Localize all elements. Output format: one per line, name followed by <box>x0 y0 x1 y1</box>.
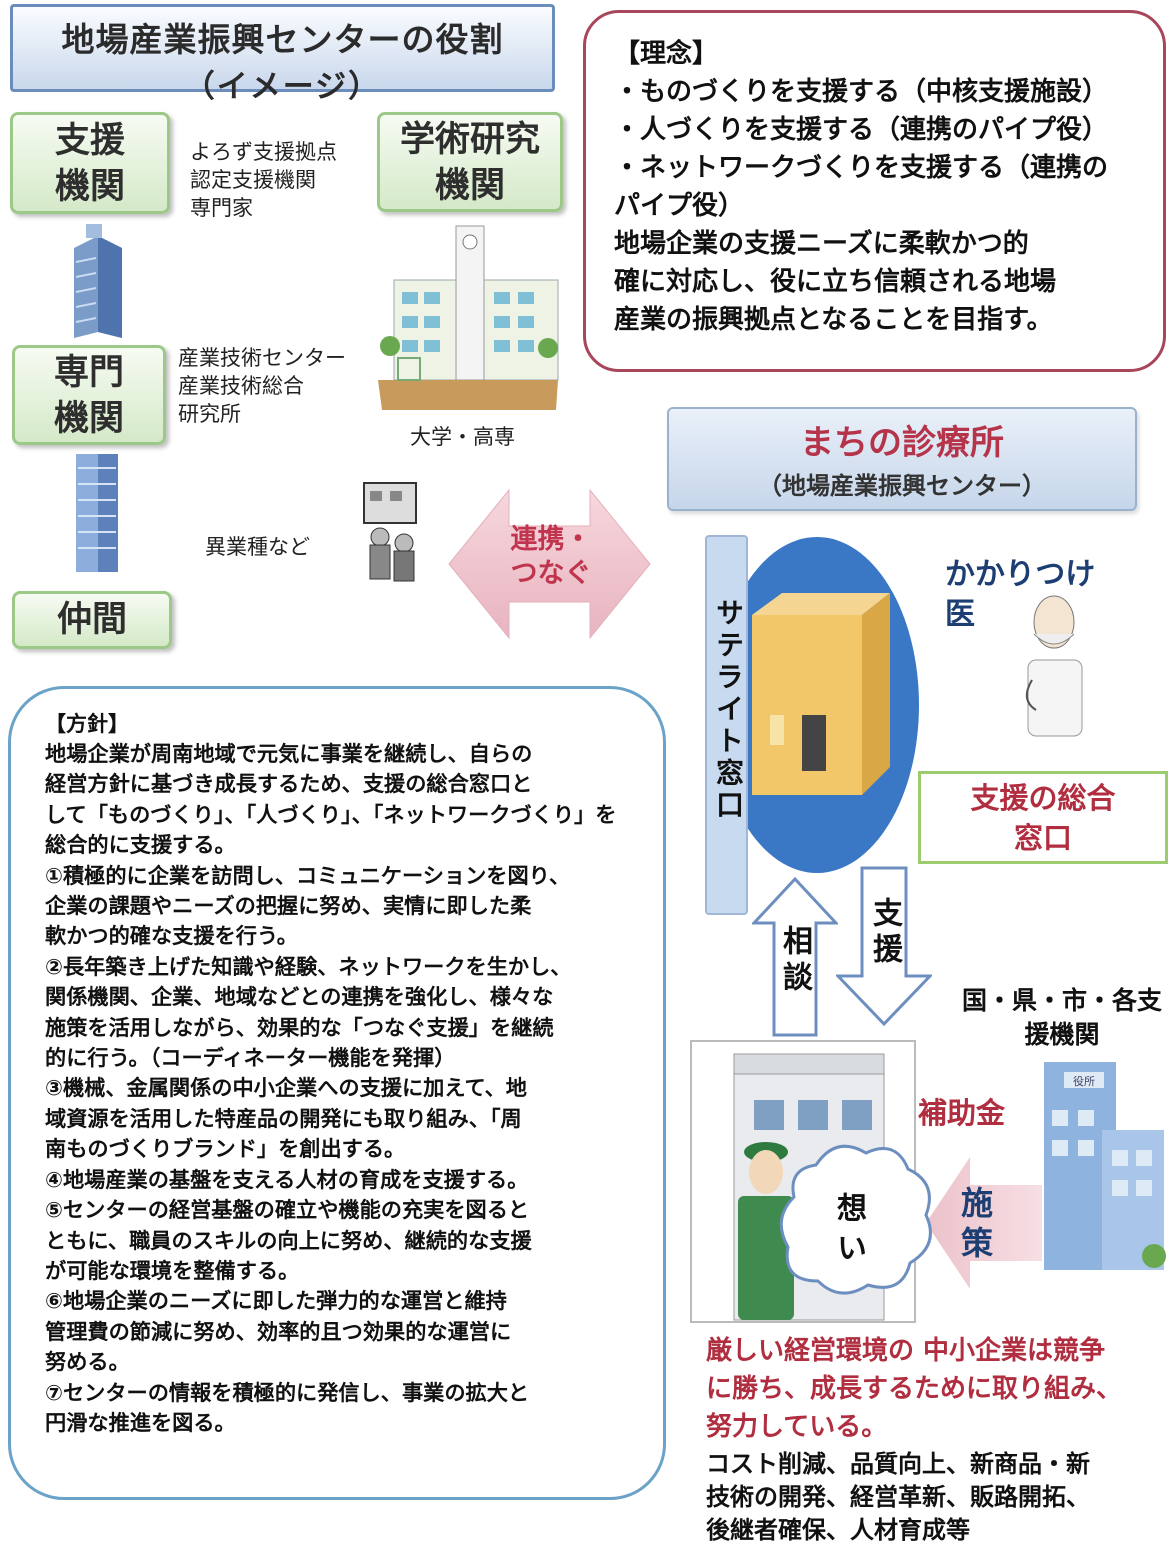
thought-cloud <box>779 1144 932 1295</box>
doctor-icon <box>1025 595 1083 737</box>
academic-line1: 学術研究 <box>399 120 540 160</box>
policy-body: 地場企業が周南地域で元気に事業を継続し、自らの 経営方針に基づき成長するため、支… <box>45 741 617 1435</box>
sme-efforts-text: コスト削減、品質向上、新商品・新 技術の開発、経営革新、販路開拓、 後継者確保、… <box>706 1448 1168 1547</box>
office-building-icon <box>76 454 118 572</box>
factory-workers-icon <box>363 482 417 582</box>
philosophy-line: 確に対応し、役に立ち信頼される地場 <box>614 267 1057 297</box>
family-doctor-line1: かかりつけ <box>945 557 1096 592</box>
list-item: 専門家 <box>190 196 253 220</box>
academic-line2: 機関 <box>434 166 505 206</box>
government-office-icon: 役所 <box>1044 1062 1166 1270</box>
philosophy-box: 【理念】 ・ものづくりを支援する（中核支援施設） ・人づくりを支援する（連携のパ… <box>583 10 1166 372</box>
university-label: 大学・高専 <box>410 425 515 449</box>
list-item: 認定支援機関 <box>190 168 316 192</box>
town-clinic-box: まちの診療所 （地場産業振興センター） <box>667 407 1137 511</box>
subsidy-label: 補助金 <box>918 1096 1006 1130</box>
link-double-arrow <box>448 488 651 640</box>
sme-situation-text: 厳しい経営環境の 中小企業は競争 に勝ち、成長するために取り組み、 努力している… <box>706 1332 1168 1446</box>
center-building-icon <box>715 537 919 873</box>
policy-label: 施策 <box>956 1186 994 1266</box>
policy-box: 【方針】 地場企業が周南地域で元気に事業を継続し、自らの 経営方針に基づき成長す… <box>8 686 666 1500</box>
sme-line: 努力している。 <box>706 1412 888 1442</box>
diagram-title-box: 地場産業振興センターの役割 （イメージ） <box>10 4 555 105</box>
list-item: 産業技術センター <box>178 346 346 370</box>
support-agency-label: 支援 機関 <box>10 112 170 214</box>
diagram-title: 地場産業振興センターの役割 <box>61 20 504 59</box>
support-arrow-down <box>836 866 932 1026</box>
expert-agency-label: 専門 機関 <box>12 345 166 445</box>
general-window-line1: 支援の総合 <box>970 781 1116 815</box>
support-agency-line2: 機関 <box>54 167 125 207</box>
philosophy-heading: 【理念】 <box>614 39 719 69</box>
expert-agency-list: 産業技術センター 産業技術総合 研究所 <box>178 344 346 428</box>
general-window-line2: 窓口 <box>1013 821 1072 855</box>
satellite-window-label: サテライト窓口 <box>712 598 745 822</box>
philosophy-line: パイプ役） <box>614 191 745 221</box>
sme-line: に勝ち、成長するために取り組み、 <box>706 1374 1123 1404</box>
building-sign: 役所 <box>1073 1074 1095 1088</box>
town-clinic-title: まちの診療所 <box>800 423 1004 463</box>
family-doctor-line2: 医 <box>945 597 975 632</box>
town-clinic-subtitle: （地場産業振興センター） <box>758 472 1046 500</box>
philosophy-line: ・ネットワークづくりを支援する（連携の <box>614 153 1109 183</box>
philosophy-line: 地場企業の支援ニーズに柔軟かつ的 <box>614 229 1029 259</box>
link-label-line2: つなぐ <box>510 558 592 589</box>
sme-line: 厳しい経営環境の 中小企業は競争 <box>706 1336 1106 1366</box>
general-window-box: 支援の総合 窓口 <box>918 771 1168 864</box>
office-tower-icon <box>74 224 122 338</box>
effort-line: 後継者確保、人材育成等 <box>706 1516 970 1544</box>
list-item: 産業技術総合 <box>178 374 304 398</box>
satellite-window-bar <box>705 535 748 915</box>
support-agency-line1: 支援 <box>54 121 125 161</box>
link-label: 連携・ つなぐ <box>492 523 610 591</box>
expert-agency-line2: 機関 <box>53 399 124 439</box>
government-label: 国・県・市・各支 援機関 <box>958 984 1166 1052</box>
government-line2: 援機関 <box>1024 1020 1100 1049</box>
policy-arrow-left <box>926 1157 1042 1289</box>
effort-line: 技術の開発、経営革新、販路開拓、 <box>706 1483 1090 1511</box>
peers-label: 仲間 <box>12 591 172 649</box>
philosophy-line: ・ものづくりを支援する（中核支援施設） <box>614 77 1109 107</box>
philosophy-line: 産業の振興拠点となることを目指す。 <box>614 305 1053 335</box>
diagram-subtitle: （イメージ） <box>183 69 382 105</box>
list-item: よろず支援拠点 <box>190 140 337 164</box>
university-building-icon <box>378 225 559 410</box>
thought-label: 想い <box>831 1192 866 1272</box>
support-label: 支援 <box>867 897 902 969</box>
consultation-label: 相談 <box>777 925 812 997</box>
philosophy-line: ・人づくりを支援する（連携のパイプ役） <box>614 115 1109 145</box>
academic-institution-label: 学術研究 機関 <box>377 112 563 212</box>
support-agency-list: よろず支援拠点 認定支援機関 専門家 <box>190 138 337 222</box>
link-label-line1: 連携・ <box>510 524 592 555</box>
list-item: 研究所 <box>178 402 241 426</box>
other-industries-label: 異業種など <box>205 535 310 559</box>
government-line1: 国・県・市・各支 <box>961 986 1162 1015</box>
policy-heading: 【方針】 <box>45 712 129 736</box>
expert-agency-line1: 専門 <box>53 353 124 393</box>
consultation-arrow-up <box>752 877 838 1037</box>
effort-line: コスト削減、品質向上、新商品・新 <box>706 1450 1090 1478</box>
family-doctor-label: かかりつけ 医 <box>945 555 1095 635</box>
